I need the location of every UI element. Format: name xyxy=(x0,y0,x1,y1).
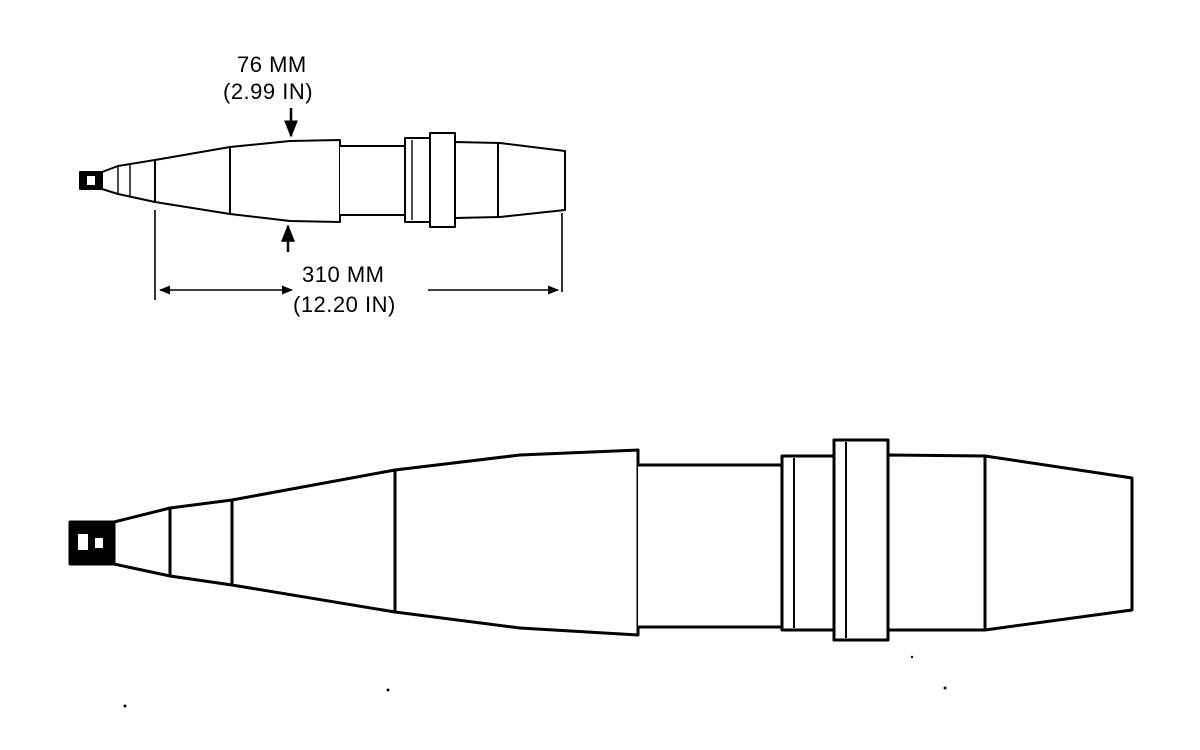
small-projectile-body xyxy=(340,145,406,216)
large-projectile-base xyxy=(886,453,1134,632)
scan-specks xyxy=(123,655,947,708)
small-projectile-nose xyxy=(101,139,341,223)
large-projectile xyxy=(68,438,1134,642)
length-dimension xyxy=(154,210,563,300)
diameter-metric-label: 76 MM xyxy=(237,52,307,77)
large-projectile-nose xyxy=(112,448,640,637)
large-fuze-tip xyxy=(68,520,116,566)
small-rotating-band-2 xyxy=(429,132,456,228)
length-metric-label: 310 MM xyxy=(302,262,384,287)
diameter-imperial-label: (2.99 IN) xyxy=(223,79,313,104)
large-rotating-band-2 xyxy=(832,438,890,642)
small-projectile-base xyxy=(454,141,566,219)
small-rotating-band-1 xyxy=(404,137,431,223)
small-projectile xyxy=(79,132,566,228)
length-imperial-label: (12.20 IN) xyxy=(293,292,396,317)
large-rotating-band-1 xyxy=(780,454,836,632)
large-projectile-body xyxy=(638,463,784,629)
diameter-dimension xyxy=(281,108,298,252)
